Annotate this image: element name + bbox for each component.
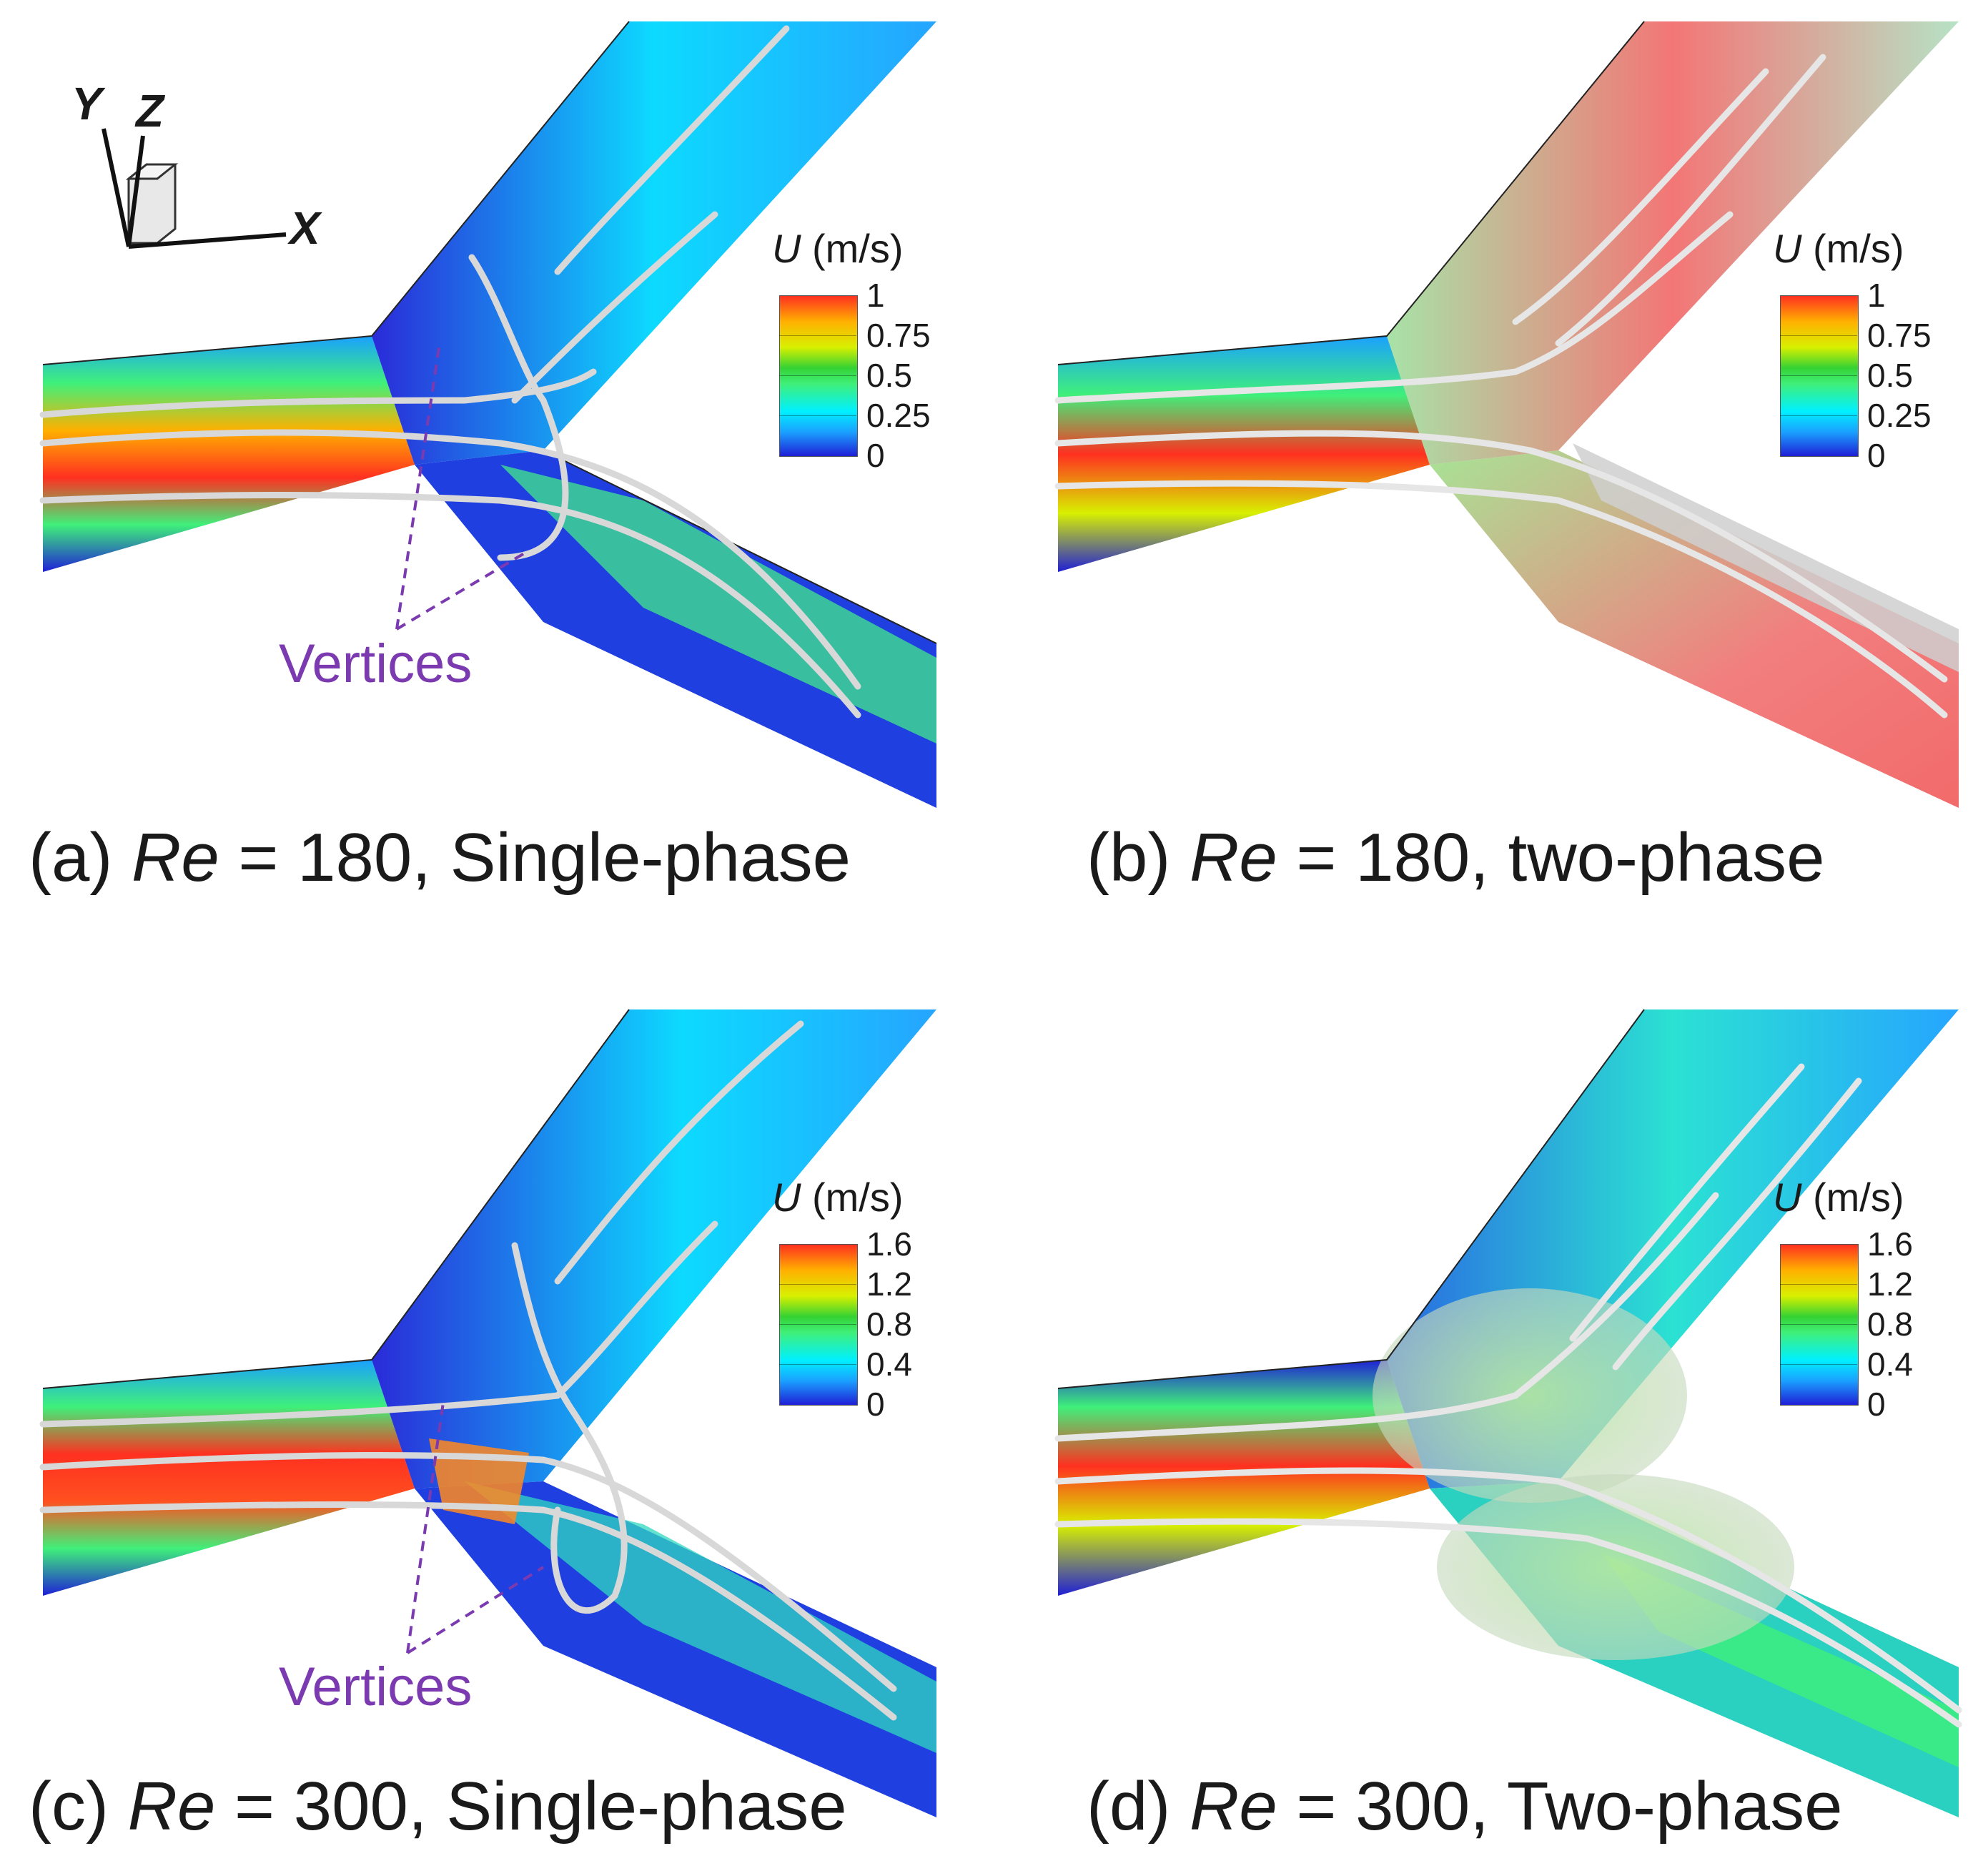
legend-title: U (m/s): [772, 1175, 904, 1220]
tick-label: 0.25: [866, 397, 931, 434]
vertices-label: Vertices: [279, 1657, 473, 1717]
panel-a: Vertices U (m/s) 1 0.75 0.5 0.25 0 (a) R…: [0, 0, 986, 938]
colorbar: [1780, 1244, 1859, 1406]
flow-field-d: [1054, 1009, 1962, 1817]
axis-z-label: Z: [136, 85, 164, 137]
legend-title: U (m/s): [1773, 226, 1904, 271]
tick-label: 0.8: [866, 1305, 912, 1343]
colorbar: [779, 1244, 858, 1406]
flow-field-c: [39, 1009, 936, 1817]
tick-label: 0.4: [866, 1346, 912, 1383]
caption-b: (b) Re = 180, two-phase: [1087, 819, 1825, 896]
flow-field-a: [39, 21, 937, 808]
tick-label: 0.5: [1867, 357, 1913, 394]
colorbar: [1780, 295, 1859, 457]
tick-label: 0: [1867, 1386, 1886, 1423]
tick-label: 1.6: [866, 1225, 912, 1263]
caption-a: (a) Re = 180, Single-phase: [29, 819, 851, 896]
tick-label: 0.25: [1867, 397, 1932, 434]
tick-label: 1: [866, 277, 885, 314]
tick-label: 0: [866, 1386, 885, 1423]
panel-b: U (m/s) 1 0.75 0.5 0.25 0 (b) Re = 180, …: [1015, 0, 1973, 938]
legend-title: U (m/s): [772, 226, 904, 271]
tick-label: 0: [1867, 437, 1886, 474]
tick-label: 1.2: [1867, 1265, 1913, 1303]
legend-a: U (m/s) 1 0.75 0.5 0.25 0: [751, 225, 965, 525]
tick-label: 1.6: [1867, 1225, 1913, 1263]
axis-x-label: X: [290, 202, 320, 254]
tick-label: 1: [1867, 277, 1886, 314]
caption-d: (d) Re = 300, Two-phase: [1087, 1768, 1843, 1845]
tick-label: 1.2: [866, 1265, 912, 1303]
caption-c: (c) Re = 300, Single-phase: [29, 1768, 847, 1845]
tick-label: 0.5: [866, 357, 912, 394]
vertices-label: Vertices: [279, 633, 473, 694]
flow-field-b: [1054, 21, 1959, 808]
axis-y-label: Y: [71, 78, 102, 129]
legend-d: U (m/s) 1.6 1.2 0.8 0.4 0: [1751, 1174, 1966, 1474]
tick-label: 0.75: [866, 317, 931, 354]
axis-triad: [102, 128, 287, 249]
legend-c: U (m/s) 1.6 1.2 0.8 0.4 0: [751, 1174, 965, 1474]
tick-label: 0.4: [1867, 1346, 1913, 1383]
legend-b: U (m/s) 1 0.75 0.5 0.25 0: [1751, 225, 1966, 525]
colorbar: [779, 295, 858, 457]
tick-label: 0.8: [1867, 1305, 1913, 1343]
panel-c: Vertices U (m/s) 1.6 1.2 0.8 0.4 0 (c) R…: [0, 938, 986, 1876]
legend-title: U (m/s): [1773, 1175, 1904, 1220]
tick-label: 0.75: [1867, 317, 1932, 354]
panel-d: U (m/s) 1.6 1.2 0.8 0.4 0 (d) Re = 300, …: [1015, 938, 1973, 1876]
tick-label: 0: [866, 437, 885, 474]
